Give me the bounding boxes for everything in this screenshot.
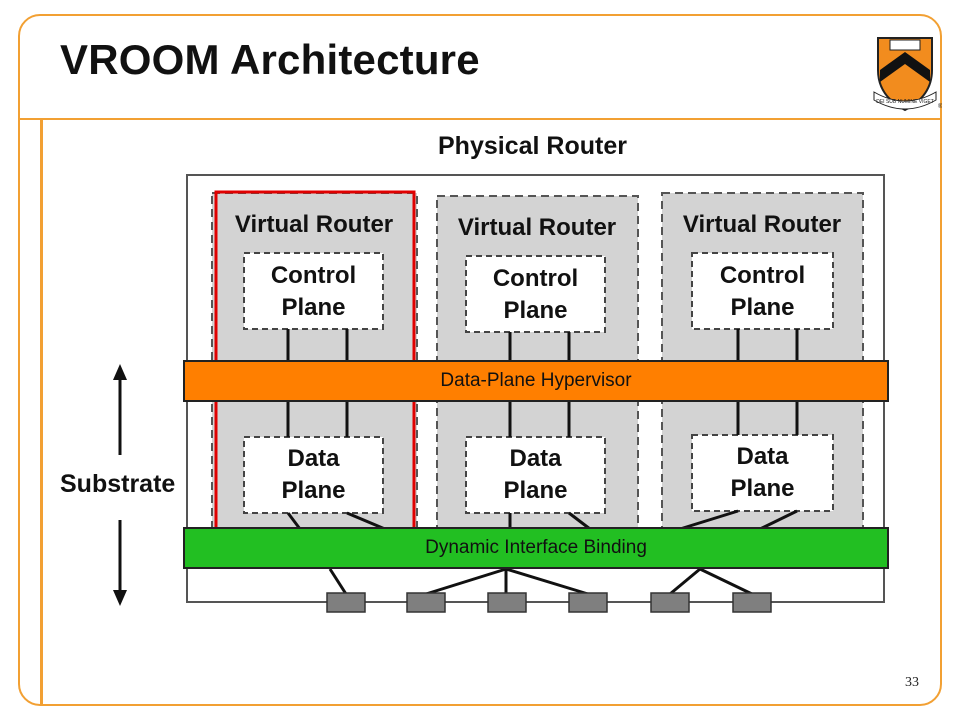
- control-plane-label-line: Control: [270, 262, 357, 289]
- left-accent-rule: [40, 120, 43, 704]
- control-plane-label-line: Plane: [281, 294, 346, 321]
- control-plane-3-box: [691, 252, 834, 330]
- interface-port-2: [406, 592, 446, 613]
- slide-frame: [18, 14, 942, 706]
- control-plane-label-line: Control: [492, 265, 579, 292]
- title-divider: [18, 118, 942, 120]
- control-plane-label: Control Plane: [466, 263, 605, 327]
- control-plane-2-box: [465, 255, 606, 333]
- virtual-router-label: Virtual Router: [457, 214, 617, 241]
- control-plane-label-line: Plane: [503, 297, 568, 324]
- interface-port-6: [732, 592, 772, 613]
- data-plane-3-box: [691, 434, 834, 512]
- dynamic-interface-binding-bar: Dynamic Interface Binding: [183, 527, 889, 569]
- data-plane-2-box: [465, 436, 606, 514]
- interface-port-3: [487, 592, 527, 613]
- data-plane-label: Data Plane: [466, 443, 605, 507]
- data-plane-label-line: Plane: [503, 477, 568, 504]
- control-plane-label-line: Plane: [730, 294, 795, 321]
- svg-text:®: ®: [938, 103, 942, 110]
- interface-links: [328, 567, 753, 596]
- page-number: 33: [905, 675, 919, 690]
- virtual-router-label: Virtual Router: [234, 211, 394, 238]
- interface-port-1: [326, 592, 366, 613]
- data-plane-label-line: Data: [736, 443, 789, 470]
- data-plane-label-line: Plane: [730, 475, 795, 502]
- control-plane-label: Control Plane: [244, 260, 383, 324]
- control-plane-1-box: [243, 252, 384, 330]
- data-plane-hypervisor-bar: Data-Plane Hypervisor: [183, 360, 889, 402]
- data-plane-label: Data Plane: [244, 443, 383, 507]
- data-plane-label-line: Data: [287, 445, 340, 472]
- substrate-label: Substrate: [60, 470, 176, 498]
- control-plane-label: Control Plane: [692, 260, 833, 324]
- interface-port-4: [568, 592, 608, 613]
- slide-title: VROOM Architecture: [60, 36, 480, 83]
- plane-connectors: [286, 329, 799, 437]
- data-plane-label-line: Plane: [281, 477, 346, 504]
- svg-text:DEI SUB NUMINE VIGET: DEI SUB NUMINE VIGET: [876, 99, 934, 105]
- substrate-arrow-icon: [113, 364, 127, 606]
- physical-interfaces: [326, 592, 772, 613]
- control-plane-label-line: Control: [719, 262, 806, 289]
- virtual-router-label: Virtual Router: [682, 211, 842, 238]
- interface-port-5: [650, 592, 690, 613]
- physical-router-label: Physical Router: [438, 132, 627, 160]
- data-plane-1-box: [243, 436, 384, 514]
- data-plane-label: Data Plane: [692, 441, 833, 505]
- binding-links: [286, 509, 798, 531]
- princeton-shield-logo-icon: DEI SUB NUMINE VIGET ®: [873, 37, 942, 112]
- data-plane-label-line: Data: [509, 445, 562, 472]
